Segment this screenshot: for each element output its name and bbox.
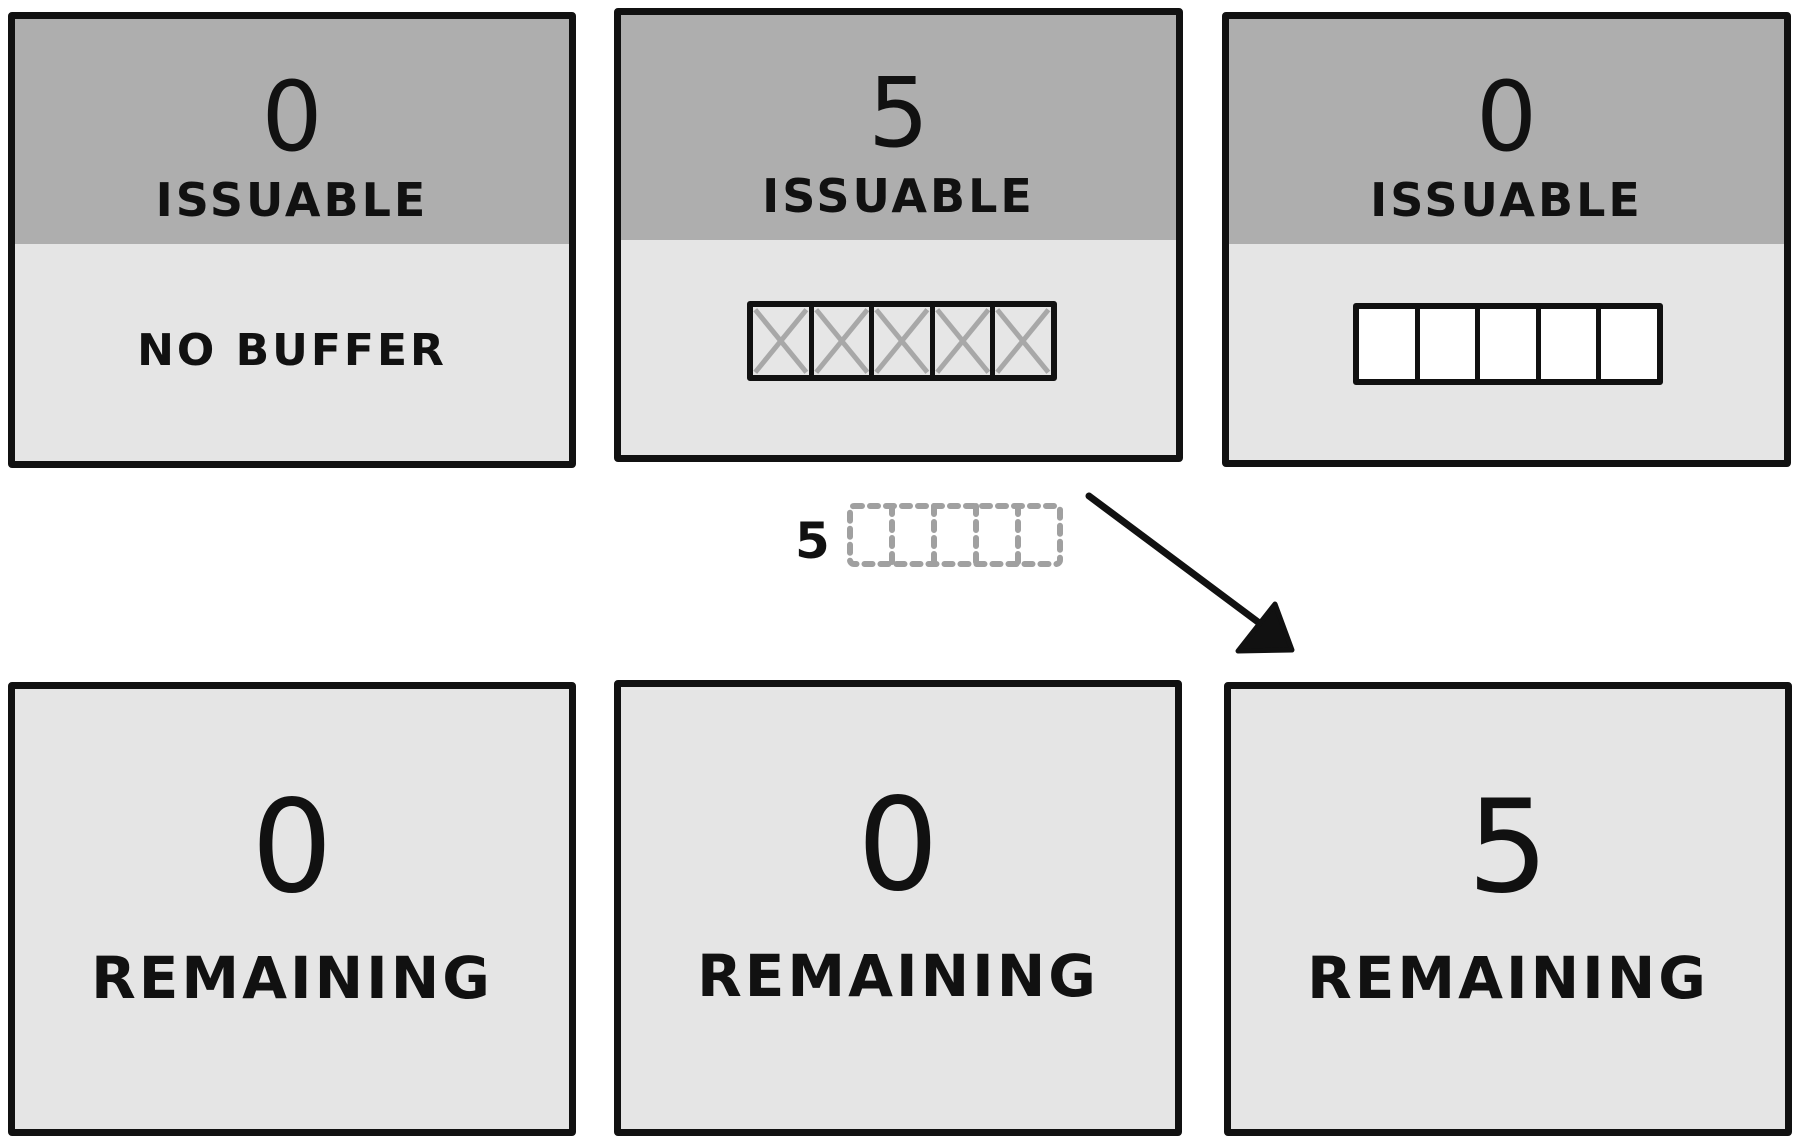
buffer-slot-used — [934, 307, 996, 375]
dashed-buffer — [847, 503, 1063, 567]
issuable-panel-2: 5 ISSUABLE — [614, 8, 1183, 462]
buffer-empty — [1353, 303, 1663, 385]
dashed-buffer-outline — [847, 503, 1063, 567]
remaining-panel-2: 0 REMAINING — [614, 680, 1182, 1136]
buffer-slot-empty — [1419, 309, 1481, 379]
no-buffer-label: NO BUFFER — [137, 325, 447, 376]
remaining-count: 0 — [857, 771, 939, 920]
buffer-full — [747, 301, 1057, 381]
issuable-count: 0 — [261, 61, 323, 173]
issuable-header — [1229, 19, 1784, 244]
buffer-slot-used — [995, 307, 1051, 375]
remaining-panel-3: 5 REMAINING — [1224, 682, 1792, 1136]
issuable-panel-1: 0 ISSUABLE NO BUFFER — [8, 12, 576, 468]
issuable-label: ISSUABLE — [1370, 173, 1643, 227]
remaining-count: 0 — [251, 773, 333, 922]
issuable-count: 0 — [1475, 61, 1538, 173]
issuable-count: 5 — [867, 57, 930, 169]
cross-mark-icon — [935, 307, 991, 375]
issuable-label: ISSUABLE — [155, 173, 429, 227]
cross-mark-icon — [995, 307, 1051, 375]
buffer-slot-empty — [1601, 309, 1657, 379]
buffer-slot-used — [874, 307, 935, 375]
issuable-label: ISSUABLE — [762, 169, 1035, 223]
cross-mark-icon — [814, 307, 870, 375]
remaining-label: REMAINING — [91, 944, 493, 1012]
issuable-panel-3: 0 ISSUABLE — [1222, 12, 1791, 467]
buffer-slot-used — [813, 307, 875, 375]
buffer-slot-empty — [1480, 309, 1541, 379]
buffer-slot-empty — [1540, 309, 1602, 379]
remaining-panel-1: 0 REMAINING — [8, 682, 576, 1136]
cross-mark-icon — [874, 307, 930, 375]
transfer-arrow-head — [1235, 601, 1295, 654]
remaining-count: 5 — [1467, 773, 1549, 922]
issuable-header — [621, 15, 1176, 240]
remaining-label: REMAINING — [697, 942, 1099, 1010]
transfer-count: 5 — [795, 512, 830, 570]
buffer-slot-empty — [1359, 309, 1420, 379]
transfer-arrow-line — [1085, 492, 1266, 629]
issuable-header — [15, 19, 569, 244]
remaining-label: REMAINING — [1307, 944, 1709, 1012]
buffer-slot-used — [753, 307, 814, 375]
cross-mark-icon — [753, 307, 809, 375]
